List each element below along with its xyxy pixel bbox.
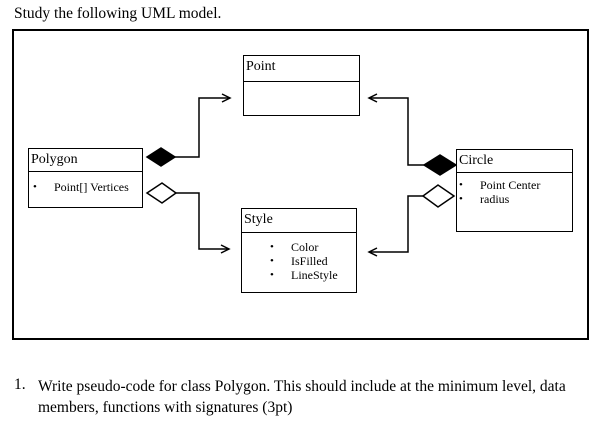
class-name: Style bbox=[242, 209, 356, 233]
class-attributes: • Point[] Vertices bbox=[29, 172, 142, 194]
question-number: 1. bbox=[14, 376, 26, 393]
attribute-row: • Point Center bbox=[459, 178, 572, 192]
question-line: Write pseudo-code for class Polygon. Thi… bbox=[38, 378, 566, 395]
question-line: members, functions with signatures (3pt) bbox=[38, 399, 293, 416]
attribute-label: Color bbox=[291, 240, 319, 254]
bullet-icon: • bbox=[459, 179, 463, 191]
bullet-icon: • bbox=[459, 193, 463, 205]
bullet-icon: • bbox=[270, 241, 274, 253]
uml-class-style: Style • Color • IsFilled • LineStyle bbox=[241, 208, 357, 293]
class-attributes: • Point Center • radius bbox=[457, 173, 572, 206]
class-name: Circle bbox=[457, 150, 572, 173]
attribute-label: radius bbox=[480, 192, 510, 206]
attribute-row: • Color bbox=[270, 240, 356, 254]
attribute-row: • LineStyle bbox=[270, 268, 356, 282]
page-title: Study the following UML model. bbox=[14, 5, 222, 22]
question-text: Write pseudo-code for class Polygon. Thi… bbox=[38, 376, 566, 418]
class-name: Polygon bbox=[29, 149, 142, 172]
bullet-icon: • bbox=[33, 181, 37, 193]
question-item: 1. Write pseudo-code for class Polygon. … bbox=[14, 376, 566, 418]
attribute-label: Point Center bbox=[480, 178, 541, 192]
class-name: Point bbox=[244, 56, 359, 82]
class-attributes: • Color • IsFilled • LineStyle bbox=[242, 233, 356, 282]
attribute-row: • Point[] Vertices bbox=[33, 180, 142, 194]
uml-class-polygon: Polygon • Point[] Vertices bbox=[28, 148, 143, 208]
attribute-row: • radius bbox=[459, 192, 572, 206]
attribute-label: Point[] Vertices bbox=[54, 180, 129, 194]
attribute-label: IsFilled bbox=[291, 254, 328, 268]
uml-class-circle: Circle • Point Center • radius bbox=[456, 149, 573, 232]
attribute-label: LineStyle bbox=[291, 268, 338, 282]
uml-class-point: Point bbox=[243, 55, 360, 116]
attribute-row: • IsFilled bbox=[270, 254, 356, 268]
bullet-icon: • bbox=[270, 255, 274, 267]
bullet-icon: • bbox=[270, 269, 274, 281]
